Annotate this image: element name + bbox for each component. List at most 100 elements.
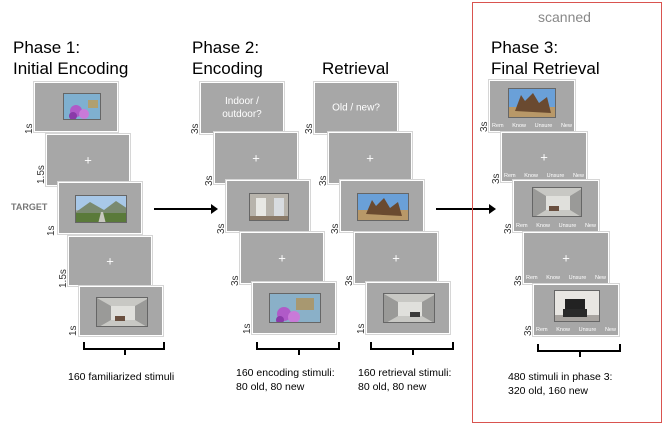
phase1-slide-1 [34, 82, 118, 132]
phase3-slide-1: Rem Know Unsure New [489, 80, 575, 132]
retrieval-slide-2 [340, 180, 424, 232]
phase3-fixation-1: + Rem Know Unsure New [501, 132, 587, 182]
fixation-cross: + [540, 149, 548, 165]
retrieval-fixation-1: + [328, 132, 412, 184]
duration-label: 3s [330, 223, 341, 234]
room-interior-image [96, 297, 148, 327]
response-new: New [560, 123, 572, 129]
retrieval-caption: 160 retrieval stimuli: 80 old, 80 new [358, 367, 452, 393]
retrieval-slide-3 [366, 282, 450, 334]
duration-label: 3s [523, 325, 534, 336]
encoding-slide-2 [226, 180, 310, 232]
duration-label: 3s [230, 275, 241, 286]
response-new: New [594, 275, 606, 281]
response-unsure: Unsure [568, 275, 587, 281]
response-unsure: Unsure [558, 223, 577, 229]
room-interior-image [532, 187, 582, 217]
response-know: Know [512, 123, 526, 129]
phase1-title: Phase 1: Initial Encoding [13, 38, 129, 78]
retrieval-title: Retrieval [322, 59, 390, 78]
retrieval-question-slide: Old / new? [314, 82, 398, 134]
phase2-title: Phase 2: Encoding [192, 38, 263, 78]
scanned-label: scanned [538, 9, 591, 25]
room-interior-image [249, 193, 289, 221]
duration-label: 3s [304, 123, 315, 134]
response-know: Know [546, 275, 560, 281]
scanned-box [472, 2, 662, 423]
flower-image [269, 293, 321, 323]
encoding-brace [256, 342, 340, 355]
fixation-cross: + [562, 250, 570, 266]
phase3-fixation-2: + Rem Know Unsure New [523, 232, 609, 284]
response-new: New [572, 173, 584, 179]
duration-label: 3s [204, 175, 215, 186]
phase1-brace [83, 342, 165, 355]
room-interior-image [383, 293, 435, 323]
response-know: Know [524, 173, 538, 179]
duration-label: 1s [24, 123, 35, 134]
duration-label: 1s [46, 225, 57, 236]
fixation-cross: + [106, 253, 114, 269]
duration-label: 1.5s [36, 165, 47, 184]
duration-label: 1s [68, 325, 79, 336]
response-rem: Rem [536, 327, 548, 333]
fixation-cross: + [252, 150, 260, 166]
response-know: Know [536, 223, 550, 229]
encoding-slide-3 [252, 282, 336, 334]
dinosaur-statue-image [357, 193, 409, 221]
duration-label: 3s [513, 275, 524, 286]
fixation-cross: + [392, 250, 400, 266]
phase3-slide-2: Rem Know Unsure New [513, 180, 599, 232]
dinosaur-statue-image [508, 88, 556, 118]
response-rem: Rem [516, 223, 528, 229]
duration-label: 3s [344, 275, 355, 286]
phase3-title: Phase 3: Final Retrieval [491, 38, 600, 78]
flow-arrow [154, 204, 218, 214]
retrieval-question: Old / new? [332, 102, 380, 114]
encoding-fixation-2: + [240, 232, 324, 284]
phase1-slide-target [58, 182, 142, 234]
fixation-cross: + [278, 250, 286, 266]
encoding-question-slide: Indoor / outdoor? [200, 82, 284, 134]
phase1-fixation-1: + [46, 134, 130, 186]
duration-label: 3s [216, 223, 227, 234]
encoding-question: Indoor / outdoor? [222, 96, 262, 120]
fixation-cross: + [84, 152, 92, 168]
phase3-caption: 480 stimuli in phase 3: 320 old, 160 new [508, 371, 613, 397]
duration-label: 3s [491, 173, 502, 184]
duration-label: 3s [190, 123, 201, 134]
duration-label: 1s [242, 323, 253, 334]
flower-image [63, 93, 101, 120]
response-options: Rem Know Unsure New [492, 123, 572, 129]
response-options: Rem Know Unsure New [526, 275, 606, 281]
road-landscape-image [75, 195, 127, 223]
response-unsure: Unsure [578, 327, 597, 333]
flow-arrow [436, 204, 496, 214]
duration-label: 1s [356, 323, 367, 334]
response-options: Rem Know Unsure New [504, 173, 584, 179]
response-new: New [604, 327, 616, 333]
response-rem: Rem [504, 173, 516, 179]
response-rem: Rem [526, 275, 538, 281]
target-label: TARGET [11, 202, 48, 212]
encoding-caption: 160 encoding stimuli: 80 old, 80 new [236, 367, 335, 393]
duration-label: 3s [479, 121, 490, 132]
response-unsure: Unsure [534, 123, 553, 129]
response-unsure: Unsure [546, 173, 565, 179]
phase1-slide-3 [79, 286, 163, 336]
response-options: Rem Know Unsure New [536, 327, 616, 333]
phase1-fixation-2: + [68, 236, 152, 286]
phase3-brace [537, 344, 621, 357]
response-new: New [584, 223, 596, 229]
retrieval-brace [370, 342, 454, 355]
response-rem: Rem [492, 123, 504, 129]
phase1-caption: 160 familiarized stimuli [68, 371, 175, 383]
black-chair-image [554, 290, 600, 322]
duration-label: 3s [503, 223, 514, 234]
retrieval-fixation-2: + [354, 232, 438, 284]
duration-label: 3s [318, 175, 329, 186]
encoding-fixation-1: + [214, 132, 298, 184]
response-know: Know [556, 327, 570, 333]
fixation-cross: + [366, 150, 374, 166]
duration-label: 1.5s [58, 269, 69, 288]
